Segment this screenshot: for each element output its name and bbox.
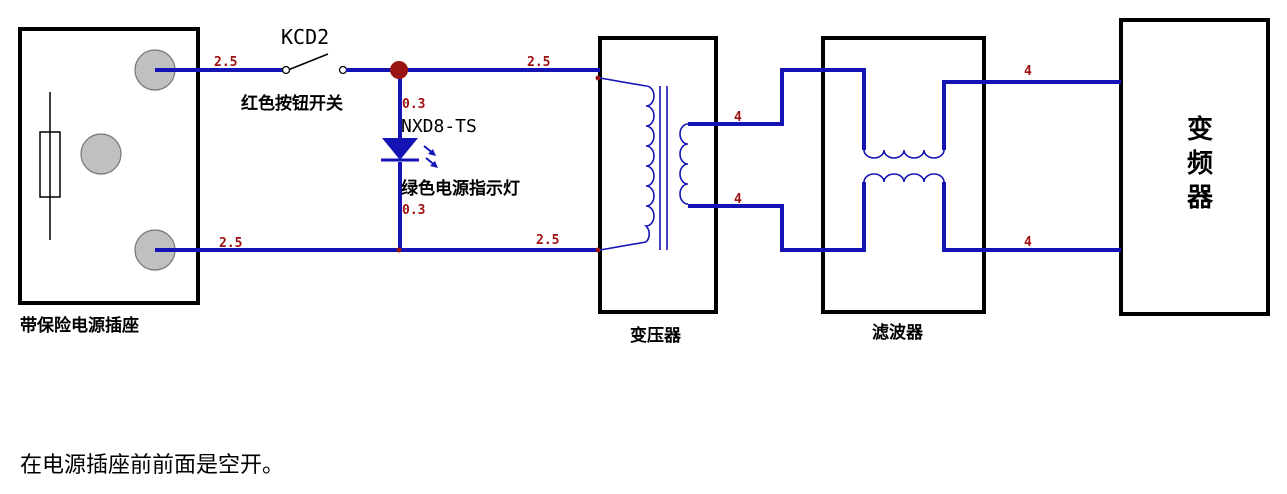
filter-coil-top	[863, 149, 945, 159]
footnote: 在电源插座前前面是空开。	[20, 453, 284, 478]
junction-dot-bottom	[396, 247, 402, 253]
filter-box	[821, 36, 986, 314]
transformer-terminal-top	[595, 75, 601, 81]
wire-filter-bottom-out	[942, 182, 1121, 252]
lamp-model-label: NXD8-TS	[401, 116, 477, 137]
transformer-terminal-bottom	[595, 247, 601, 253]
wire-transformer-top	[688, 68, 866, 150]
switch-label: 红色按钮开关	[241, 93, 343, 114]
primary-wiring	[155, 53, 601, 253]
transformer-box	[598, 36, 718, 314]
fuse-icon	[39, 131, 61, 198]
wire-filter-top-out	[942, 80, 1121, 150]
transformer-label: 变压器	[630, 325, 682, 346]
switch-lever-icon	[287, 53, 329, 71]
switch-contact-left	[281, 65, 291, 75]
wire-label-lamp-top: 0.3	[402, 97, 425, 112]
wire-label-inverter-bottom: 4	[1024, 235, 1032, 250]
junction-node	[390, 61, 408, 79]
wire-label-lamp-bottom: 0.3	[402, 203, 425, 218]
socket-pin-earth	[80, 133, 122, 175]
transformer-coils-icon	[599, 77, 689, 251]
switch-model-label: KCD2	[281, 25, 329, 49]
wire-label-socket-top: 2.5	[214, 55, 237, 70]
secondary-wiring	[688, 68, 1121, 252]
inverter-label: 变频器	[1186, 114, 1214, 213]
wire-label-switch-out: 2.5	[527, 55, 550, 70]
wire-label-inverter-top: 4	[1024, 64, 1032, 79]
inverter-box	[1119, 18, 1270, 316]
socket-label: 带保险电源插座	[20, 315, 139, 336]
wire-label-bottom-to-transformer: 2.5	[536, 233, 559, 248]
filter-coil-bottom	[863, 173, 945, 183]
wire-transformer-bottom	[688, 182, 866, 252]
wire-label-transformer-top-out: 4	[734, 110, 742, 125]
switch-contact-right	[338, 65, 348, 75]
led-icon	[381, 138, 438, 168]
lamp-label: 绿色电源指示灯	[401, 178, 520, 199]
wire-label-socket-bottom: 2.5	[219, 236, 242, 251]
wire-label-transformer-bottom-out: 4	[734, 192, 742, 207]
filter-label: 滤波器	[872, 322, 924, 343]
